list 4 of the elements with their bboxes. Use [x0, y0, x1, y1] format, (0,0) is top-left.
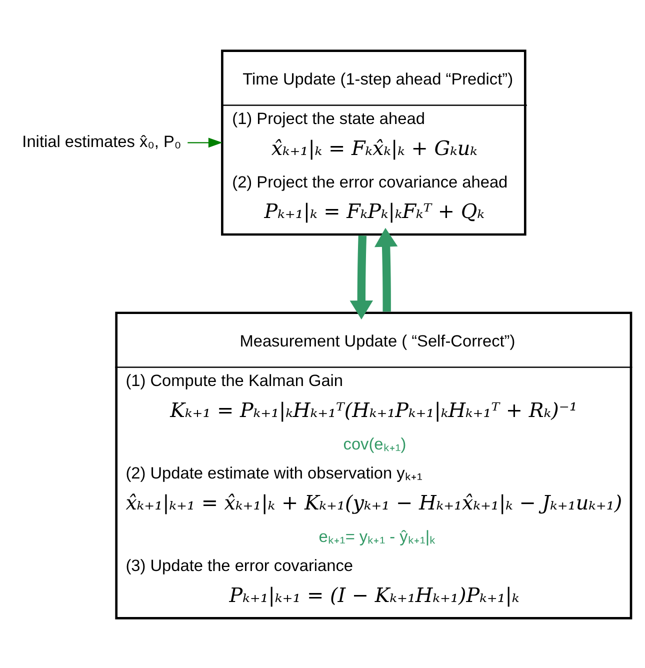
arrow [374, 227, 398, 312]
node-text: Initial estimates x̂₀, P₀ [22, 132, 182, 150]
arrow [188, 137, 222, 148]
arrow [350, 235, 373, 320]
